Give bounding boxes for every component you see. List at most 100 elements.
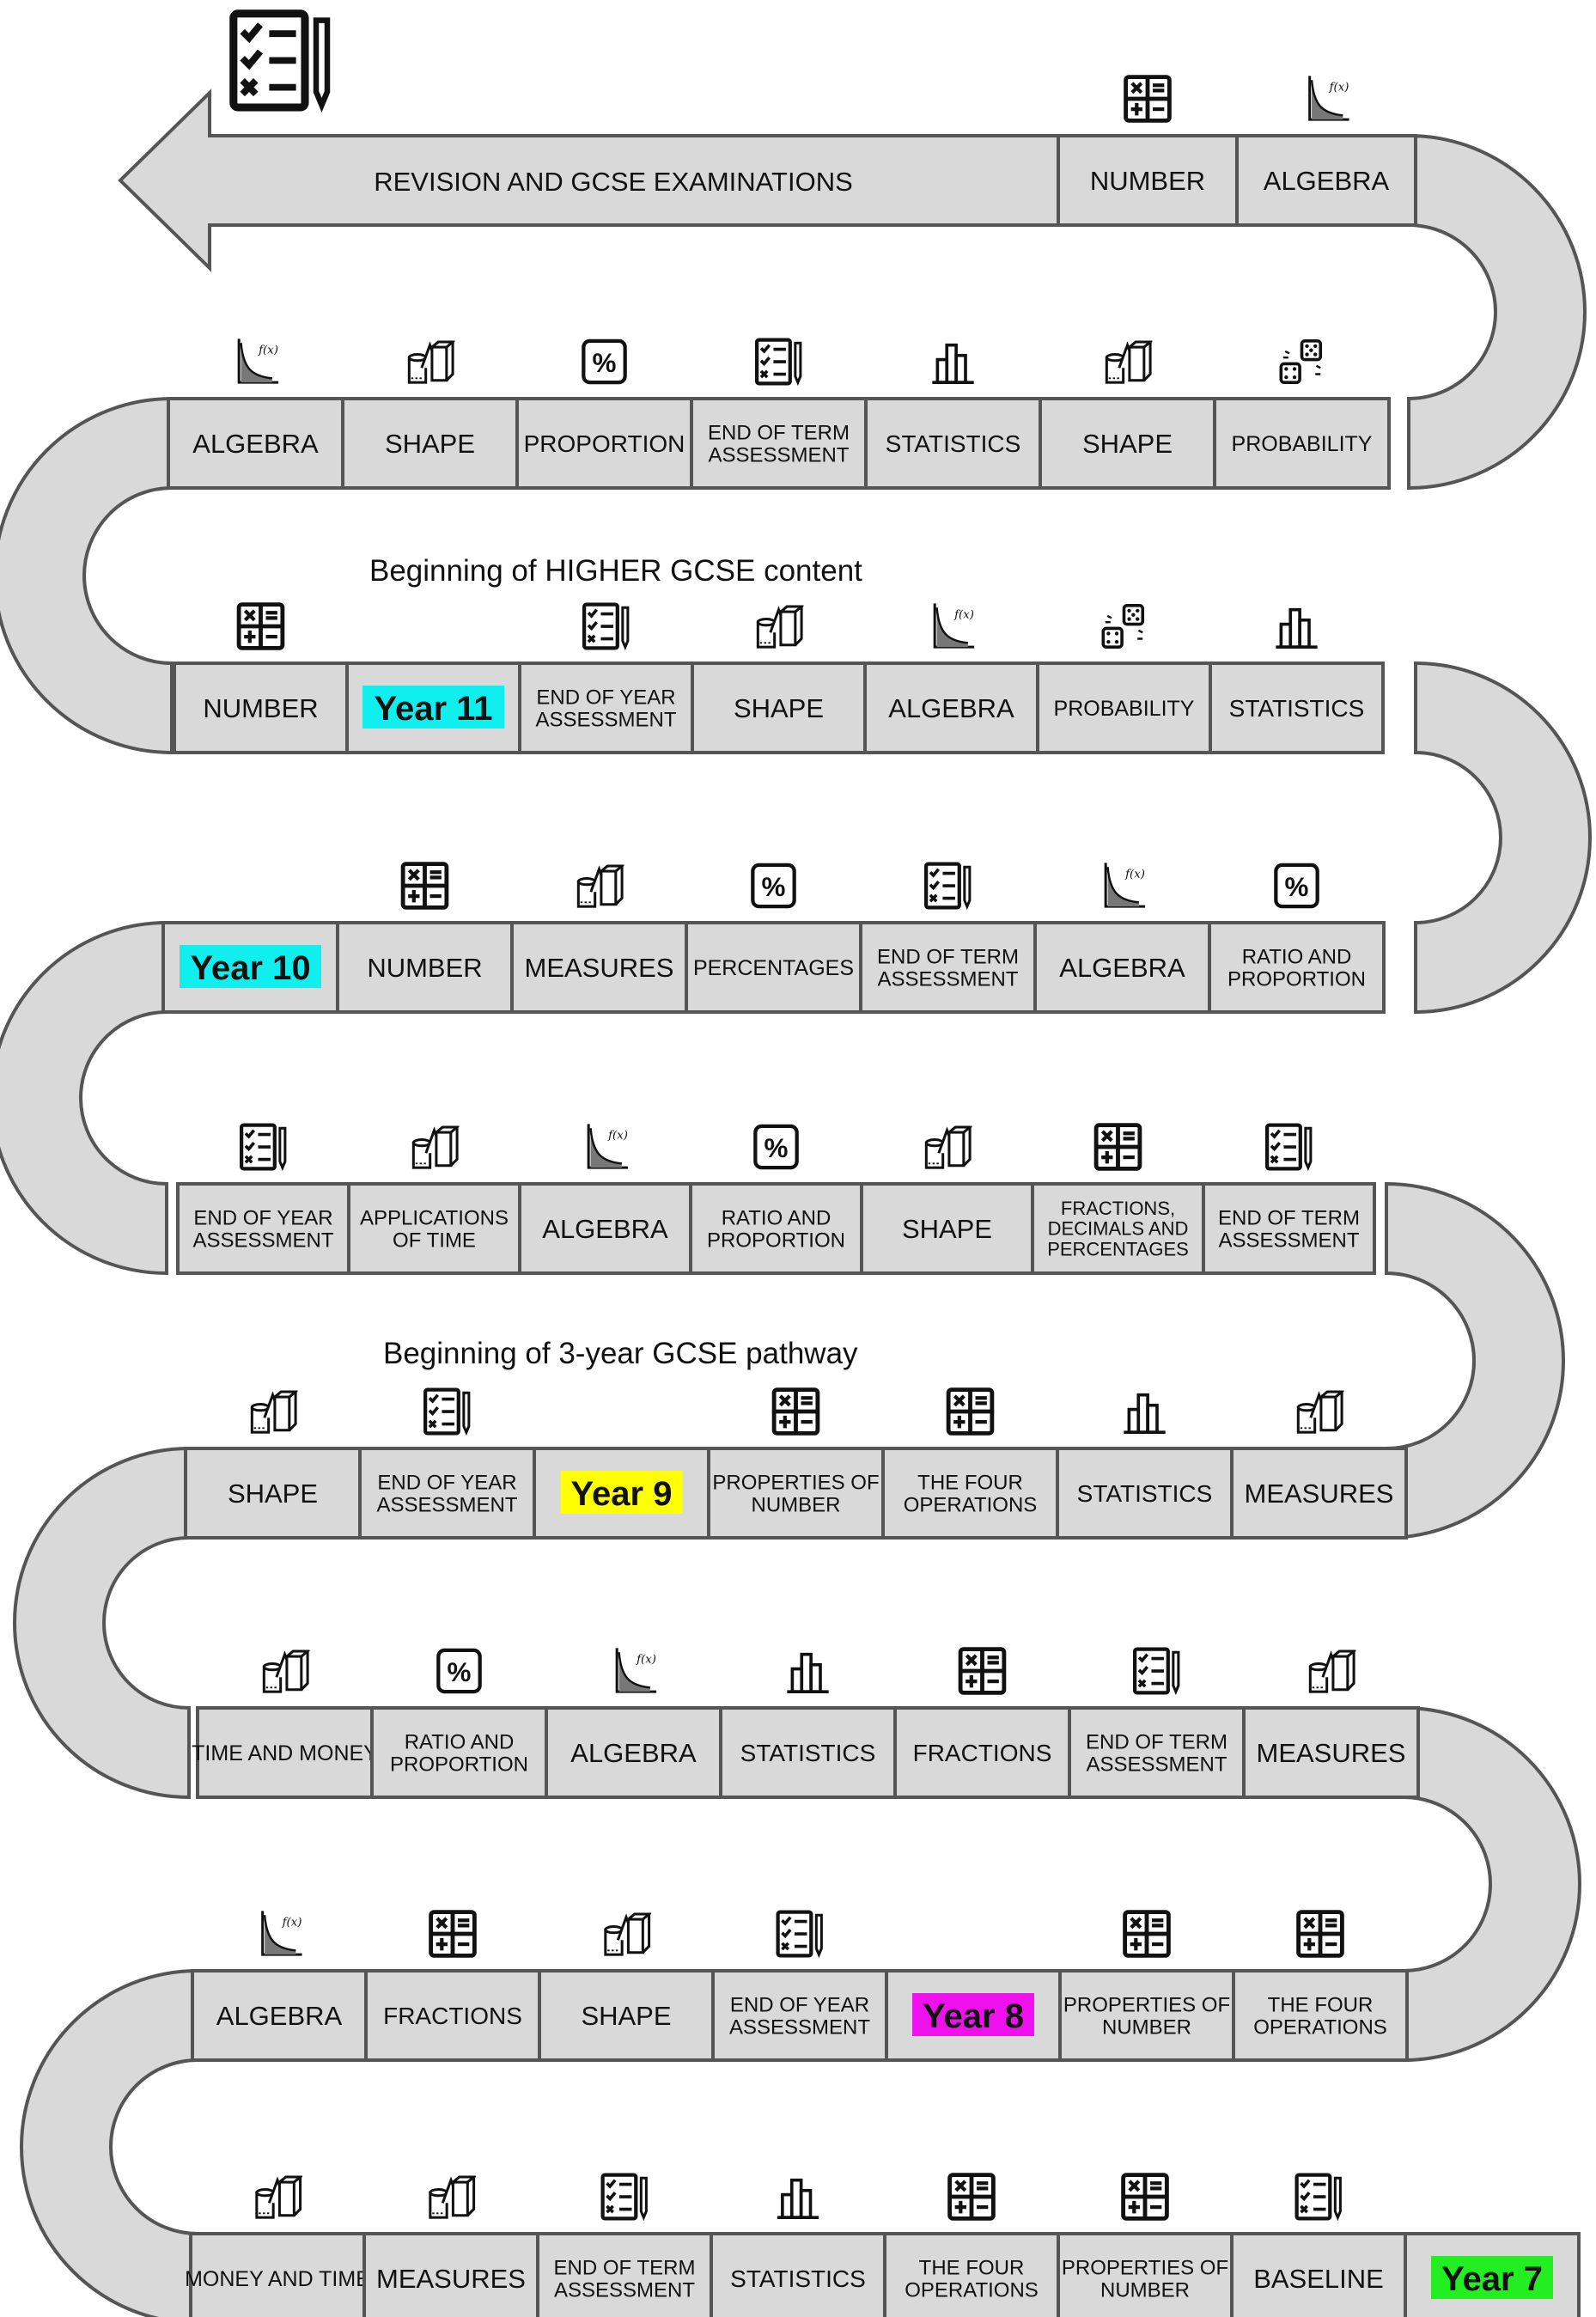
checklist-icon	[757, 340, 801, 384]
calculator-icon	[960, 1649, 1004, 1693]
year8-label: Year 8	[923, 1997, 1024, 2035]
topic-cell	[341, 397, 519, 490]
topic-cell	[1208, 921, 1386, 1014]
road-curves	[0, 133, 1592, 2317]
topic-cell	[1202, 1182, 1376, 1275]
dice-icon	[1279, 339, 1323, 384]
topic-cell	[689, 1182, 863, 1275]
calculator-icon	[239, 605, 283, 649]
topic-cell	[1058, 1969, 1235, 2062]
checklist-icon	[241, 1125, 285, 1169]
topic-cell	[1232, 1969, 1409, 2062]
topic-label: NUMBER	[367, 953, 482, 983]
topic-cell	[347, 1182, 521, 1275]
calculator-icon	[1124, 2175, 1167, 2219]
shapes-icon	[411, 1125, 459, 1169]
topic-cell	[1039, 397, 1216, 490]
shapes-icon	[407, 340, 454, 384]
percent-icon	[438, 1650, 479, 1692]
topic-label: SHAPE	[902, 1214, 992, 1244]
checklist-icon	[926, 864, 970, 908]
topic-cell	[336, 921, 514, 1014]
topic-label: ALGEBRA	[216, 2001, 343, 2031]
road-curve	[1402, 1705, 1581, 2063]
topic-cell	[510, 921, 688, 1014]
topic-cell	[719, 1706, 897, 1799]
final-arrow-label: REVISION AND GCSE EXAMINATIONS	[374, 167, 853, 197]
year9-highlight	[560, 1471, 683, 1514]
topic-cell	[1230, 2232, 1407, 2317]
topic-label: STATISTICS	[886, 430, 1021, 457]
topic-label: NUMBER	[203, 693, 318, 723]
road-curve	[0, 396, 174, 755]
year8-highlight	[912, 1993, 1034, 2036]
topic-label: MEASURES	[1257, 1738, 1406, 1768]
calculator-icon	[1126, 77, 1170, 121]
function-graph-icon	[1308, 74, 1351, 121]
year10-highlight	[180, 945, 321, 988]
topic-cell	[518, 1182, 692, 1275]
checklist-icon	[1267, 1125, 1311, 1169]
function-graph-icon	[237, 337, 280, 384]
note-three-year-pathway: Beginning of 3-year GCSE pathway	[383, 1337, 858, 1370]
function-graph-icon	[615, 1646, 658, 1693]
topic-cell	[893, 1706, 1071, 1799]
checklist-icon	[584, 605, 628, 649]
checklist-icon	[425, 1390, 469, 1434]
topic-cell	[1033, 921, 1211, 1014]
topic-cell	[184, 1447, 362, 1540]
final-arrow: REVISION AND GCSE EXAMINATIONS	[118, 88, 1065, 272]
topic-cell	[864, 397, 1042, 490]
topic-cell	[1235, 134, 1417, 227]
calculator-icon	[948, 1390, 992, 1434]
shapes-icon	[756, 605, 803, 649]
topic-cell	[515, 397, 693, 490]
shapes-icon	[262, 1649, 309, 1693]
year7-label: Year 7	[1441, 2260, 1543, 2298]
calculator-icon	[1096, 1125, 1140, 1169]
shapes-icon	[1296, 1390, 1343, 1434]
topic-label: SHAPE	[734, 693, 824, 723]
topic-label: SHAPE	[1082, 429, 1173, 459]
shapes-icon	[604, 1912, 651, 1956]
calculator-icon	[774, 1390, 818, 1434]
topic-label: STATISTICS	[730, 2265, 866, 2292]
topic-label: ALGEBRA	[192, 429, 319, 459]
topic-label: STATISTICS	[740, 1740, 876, 1766]
topic-label: SHAPE	[581, 2001, 671, 2031]
shapes-icon	[255, 2175, 302, 2219]
topic-cell	[1242, 1706, 1420, 1799]
function-graph-icon	[261, 1909, 304, 1956]
bar-chart-icon	[930, 343, 976, 384]
checklist-icon	[1297, 2175, 1341, 2219]
topic-cell	[1213, 397, 1391, 490]
topic-label: MEASURES	[1245, 1479, 1394, 1509]
year7-highlight	[1431, 2256, 1553, 2299]
topic-label: STATISTICS	[1077, 1480, 1213, 1507]
topic-cell	[711, 1969, 888, 2062]
checklist-icon	[1135, 1649, 1179, 1693]
topic-label: MONEY AND TIME	[185, 2267, 370, 2291]
topic-label: TIME AND MONEY	[192, 1741, 378, 1765]
percent-icon	[755, 1126, 796, 1168]
topic-label: ALGEBRA	[570, 1738, 697, 1768]
topic-label: SHAPE	[385, 429, 475, 459]
calculator-icon	[950, 2175, 994, 2219]
road-curve	[1407, 133, 1587, 491]
